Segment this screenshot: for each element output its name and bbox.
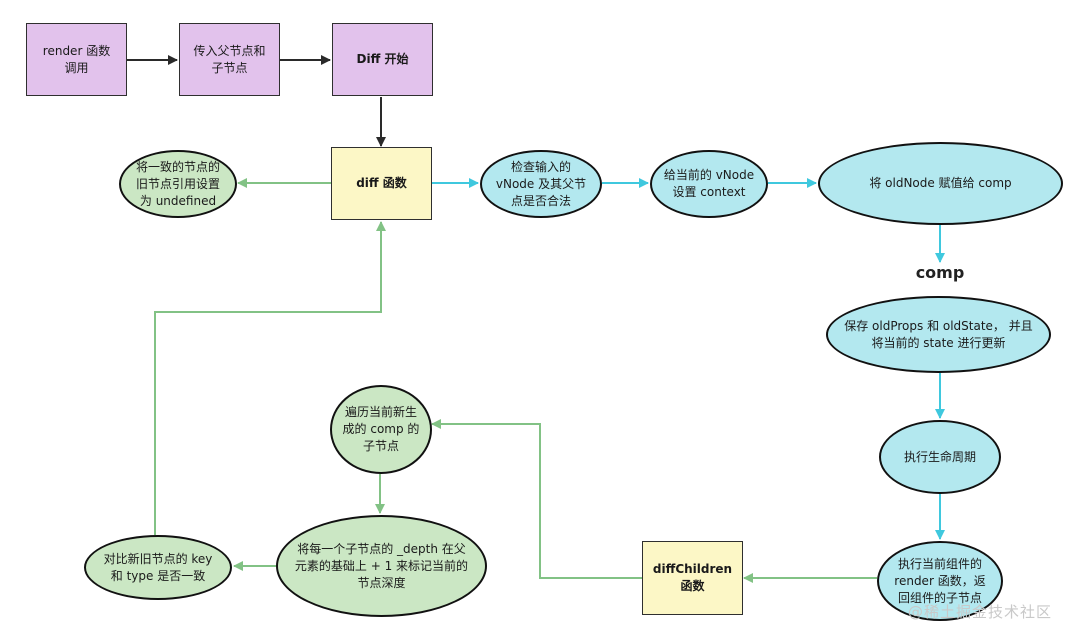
arrow-compare-to-diff xyxy=(154,221,386,535)
compare-node: 对比新旧节点的 key 和 type 是否一致 xyxy=(84,535,232,600)
diff-start-node: Diff 开始 xyxy=(332,23,433,96)
diff-function-node: diff 函数 xyxy=(331,147,432,220)
traverse-node: 遍历当前新生 成的 comp 的 子节点 xyxy=(330,385,432,474)
diff-children-node: diffChildren 函数 xyxy=(642,541,743,615)
watermark: @稀土掘金技术社区 xyxy=(908,603,1053,621)
pass-parent-node: 传入父节点和 子节点 xyxy=(179,23,280,96)
exec-render-node: 执行当前组件的 render 函数，返 回组件的子节点 xyxy=(877,541,1003,621)
arrow-diffchildren-to-traverse xyxy=(431,419,642,579)
comp-label: comp xyxy=(915,262,965,282)
set-context-node: 给当前的 vNode 设置 context xyxy=(650,150,768,218)
lifecycle-node: 执行生命周期 xyxy=(879,420,1001,494)
set-undefined-node: 将一致的节点的 旧节点引用设置 为 undefined xyxy=(119,150,237,218)
depth-node: 将每一个子节点的 _depth 在父 元素的基础上 + 1 来标记当前的 节点深… xyxy=(276,515,487,617)
render-call-node: render 函数 调用 xyxy=(26,23,127,96)
assign-comp-node: 将 oldNode 赋值给 comp xyxy=(818,142,1063,225)
check-input-node: 检查输入的 vNode 及其父节 点是否合法 xyxy=(480,150,602,218)
save-props-node: 保存 oldProps 和 oldState， 并且 将当前的 state 进行… xyxy=(826,296,1051,373)
